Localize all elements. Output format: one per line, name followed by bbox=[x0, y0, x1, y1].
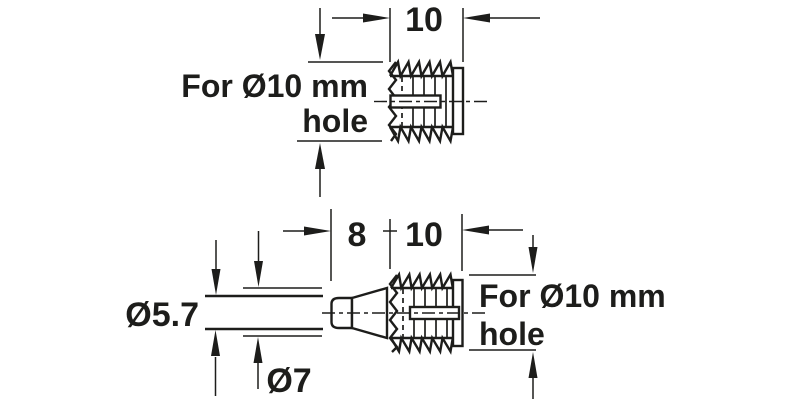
bottom-view: 8 10 Ø5.7 Ø7 bbox=[125, 209, 666, 400]
arrowhead-left-icon bbox=[463, 13, 490, 23]
thread-teeth-bottom bbox=[389, 334, 454, 355]
arrowhead-down-icon bbox=[315, 34, 325, 60]
bottom-thread-length-label: 10 bbox=[405, 216, 443, 254]
threaded-sleeve-top bbox=[374, 58, 489, 145]
arrowhead-up-icon bbox=[315, 143, 325, 169]
bottom-hole-note-line2: hole bbox=[479, 316, 545, 352]
thread-teeth-top bbox=[389, 271, 454, 292]
top-view: 10 For Ø10 mm hole bbox=[181, 1, 540, 197]
arrowhead-up-icon bbox=[211, 330, 220, 356]
cone-length-label: 8 bbox=[348, 216, 367, 254]
arrowhead-down-icon bbox=[528, 247, 538, 273]
top-hole-note-line1: For Ø10 mm bbox=[181, 68, 368, 104]
thread-teeth-bottom bbox=[388, 123, 455, 145]
dowel-bolt bbox=[205, 286, 389, 340]
bottom-hole-note-line1: For Ø10 mm bbox=[479, 278, 666, 314]
arrowhead-right-icon bbox=[363, 13, 390, 23]
shaft-diameter-dimension: Ø5.7 bbox=[125, 240, 221, 396]
thread-lead-edge bbox=[388, 274, 399, 353]
top-hole-note-line2: hole bbox=[302, 103, 368, 139]
arrowhead-down-icon bbox=[211, 269, 221, 295]
bottom-length-dimensions: 8 10 bbox=[283, 209, 523, 281]
thread-teeth-top bbox=[388, 58, 455, 80]
top-thread-length-dimension: 10 bbox=[332, 1, 540, 62]
arrowhead-right-icon bbox=[304, 226, 331, 236]
bottom-hole-dimension: For Ø10 mm hole bbox=[469, 235, 666, 399]
threaded-sleeve-bottom bbox=[322, 271, 488, 355]
top-thread-length-label: 10 bbox=[405, 1, 443, 39]
shaft-diameter-label: Ø5.7 bbox=[125, 296, 199, 334]
expanding-cone bbox=[350, 286, 389, 340]
cone-diameter-dimension: Ø7 bbox=[243, 231, 322, 400]
drive-slot bbox=[389, 94, 442, 109]
arrowhead-up-icon bbox=[253, 337, 263, 363]
arrowhead-left-icon bbox=[462, 225, 489, 235]
cone-diameter-label: Ø7 bbox=[266, 362, 311, 400]
arrowhead-down-icon bbox=[254, 261, 263, 287]
top-hole-dimension: For Ø10 mm hole bbox=[181, 8, 383, 197]
arrowhead-up-icon bbox=[528, 352, 538, 378]
